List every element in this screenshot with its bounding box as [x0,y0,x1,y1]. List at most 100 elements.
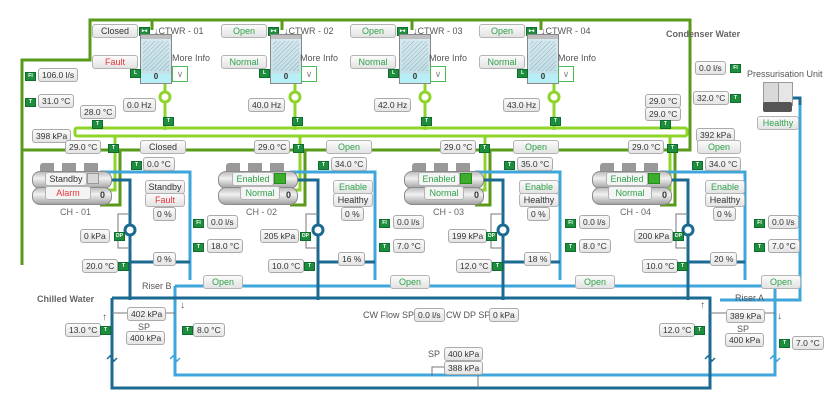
condenser-water-title: Condenser Water [666,29,741,39]
ch3-cond-in-temp: 29.0 °C [440,140,477,154]
tower-1-more-info-toggle[interactable]: ∨ [172,66,188,82]
tower-2-more-info[interactable]: More Info [300,53,339,63]
flow-sensor-icon: FI [379,219,390,228]
temp-sensor-icon: T [318,161,329,170]
ch4-pump-mode-button[interactable]: Enable [705,180,745,194]
tower-3-valve-button[interactable]: Open [350,24,396,38]
ch4-cond-valve-button[interactable]: Open [697,140,741,154]
ch3-pump-state-button[interactable]: Healthy [519,193,559,207]
ch2-cond-in-temp: 29.0 °C [254,140,291,154]
ch4-cond-out-temp: 34.0 °C [705,157,742,171]
ch3-chw-flow: 0.0 l/s [579,215,610,229]
tower-4-more-info-toggle[interactable]: ∨ [558,66,574,82]
pressurisation-status[interactable]: Healthy [757,116,799,130]
tower-3-more-info-toggle[interactable]: ∨ [430,66,446,82]
temp-sensor-icon: T [421,117,432,126]
temp-sensor-icon: T [118,262,129,271]
ch2-pump-state-button[interactable]: Healthy [333,193,373,207]
ch4-pump-state-button[interactable]: Healthy [705,193,745,207]
ch1-chw-valve-button[interactable]: Open [203,275,243,289]
tower-4-icon[interactable]: 0 [527,34,559,84]
tower-2-valve-button[interactable]: Open [221,24,267,38]
ch2-mode-button[interactable]: Enabled [232,172,274,186]
condenser-right-temp-2: 29.0 °C [645,107,682,121]
ch1-pump-state-button[interactable]: Fault [145,193,185,207]
ch3-chw-valve-button[interactable]: Open [575,275,615,289]
tower-4-fan-speed: 43.0 Hz [503,98,541,112]
ch4-cond-in-temp: 29.0 °C [628,140,665,154]
tower-4-name: ↓CTWR - 04 [541,26,591,36]
level-sensor-icon: L [388,69,399,78]
tower-1-icon[interactable]: 0 [140,34,172,84]
ch1-pump-speed: 0 % [153,207,176,221]
ch1-mode-button[interactable]: Standby [45,172,87,186]
tower-3-icon[interactable]: 0 [399,34,431,84]
tower-2-icon[interactable]: 0 [270,34,302,84]
condenser-return-flow: 0.0 l/s [695,61,726,75]
cw-dp-sp-label: CW DP SP [446,310,491,320]
riser-b-dp: 402 kPa [127,307,167,321]
pressurisation-unit-icon[interactable] [763,82,793,112]
ch2-chw-valve-button[interactable]: Open [390,275,430,289]
temp-sensor-icon: T [754,243,765,252]
tower-1-more-info[interactable]: More Info [172,53,211,63]
flow-sensor-icon: FI [565,219,576,228]
level-sensor-icon: L [517,69,528,78]
condenser-supply-temp: 31.0 °C [38,94,75,108]
ch2-mode-indicator [274,173,286,184]
ch3-mode-button[interactable]: Enabled [418,172,460,186]
level-sensor-icon: L [130,69,141,78]
tower-1-valve-button[interactable]: Closed [92,24,138,38]
ch1-state-button[interactable]: Alarm [45,186,91,200]
flow-down-arrow-icon: ↓ [180,300,185,311]
temp-sensor-icon: T [479,144,490,153]
ch1-dp: 0 kPa [80,229,110,243]
dp-sensor-icon: DP [114,232,125,241]
ch1-cond-valve-button[interactable]: Closed [140,140,186,154]
ch2-chw-return-temp: 10.0 °C [268,259,305,273]
tower-4-valve-button[interactable]: Open [479,24,525,38]
tower-1-status-button[interactable]: Fault [92,55,138,69]
ch3-cond-valve-button[interactable]: Open [513,140,559,154]
riser-a-sp-label: SP [737,324,750,334]
cw-pumps [158,90,561,104]
riser-a-label: Riser A [735,293,765,303]
flow-down-arrow-icon: ↓ [777,311,782,322]
riser-b-label: Riser B [142,281,172,291]
condenser-right-temp-1: 29.0 °C [645,94,682,108]
temp-sensor-icon: T [304,262,315,271]
ch4-dp: 200 kPa [634,229,674,243]
ch2-chw-supply-temp: 7.0 °C [393,239,425,253]
temp-sensor-icon: T [492,262,503,271]
ch4-state-button[interactable]: Normal [608,186,652,200]
pressurisation-unit-title: Pressurisation Unit [747,69,823,79]
ch1-count: 0 [100,190,106,200]
riser-a-sp: 400 kPa [725,333,765,347]
dp-sensor-icon: DP [673,232,684,241]
tower-3-fan-speed: 42.0 Hz [374,98,412,112]
riser-b-supply-temp: 8.0 °C [193,323,225,337]
ch2-pump-mode-button[interactable]: Enable [333,180,373,194]
tower-3-status-button[interactable]: Normal [350,55,396,69]
ch1-pump-mode-button[interactable]: Standby [145,180,185,194]
tower-2-more-info-toggle[interactable]: ∨ [301,66,317,82]
ch1-bypass-pos: 0 % [153,252,176,266]
ch2-state-button[interactable]: Normal [240,186,280,200]
tower-4-more-info[interactable]: More Info [558,53,597,63]
ch3-pump-speed: 0 % [527,207,550,221]
ch3-state-button[interactable]: Normal [424,186,464,200]
temp-sensor-icon: T [131,161,142,170]
tower-4-status-button[interactable]: Normal [479,55,525,69]
ch4-chw-valve-button[interactable]: Open [761,275,801,289]
flow-sensor-icon: FI [730,64,741,73]
tower-2-status-button[interactable]: Normal [221,55,267,69]
ch4-mode-button[interactable]: Enabled [606,172,648,186]
ch2-cond-valve-button[interactable]: Open [326,140,372,154]
temp-sensor-icon: T [100,326,111,335]
ch3-pump-mode-button[interactable]: Enable [519,180,559,194]
tower-3-more-info[interactable]: More Info [429,53,468,63]
ch4-pump-speed: 0 % [713,207,736,221]
tower-2-name: ↓CTWR - 02 [284,26,334,36]
temp-sensor-icon: T [182,326,193,335]
ch3-name: CH - 03 [433,207,465,217]
